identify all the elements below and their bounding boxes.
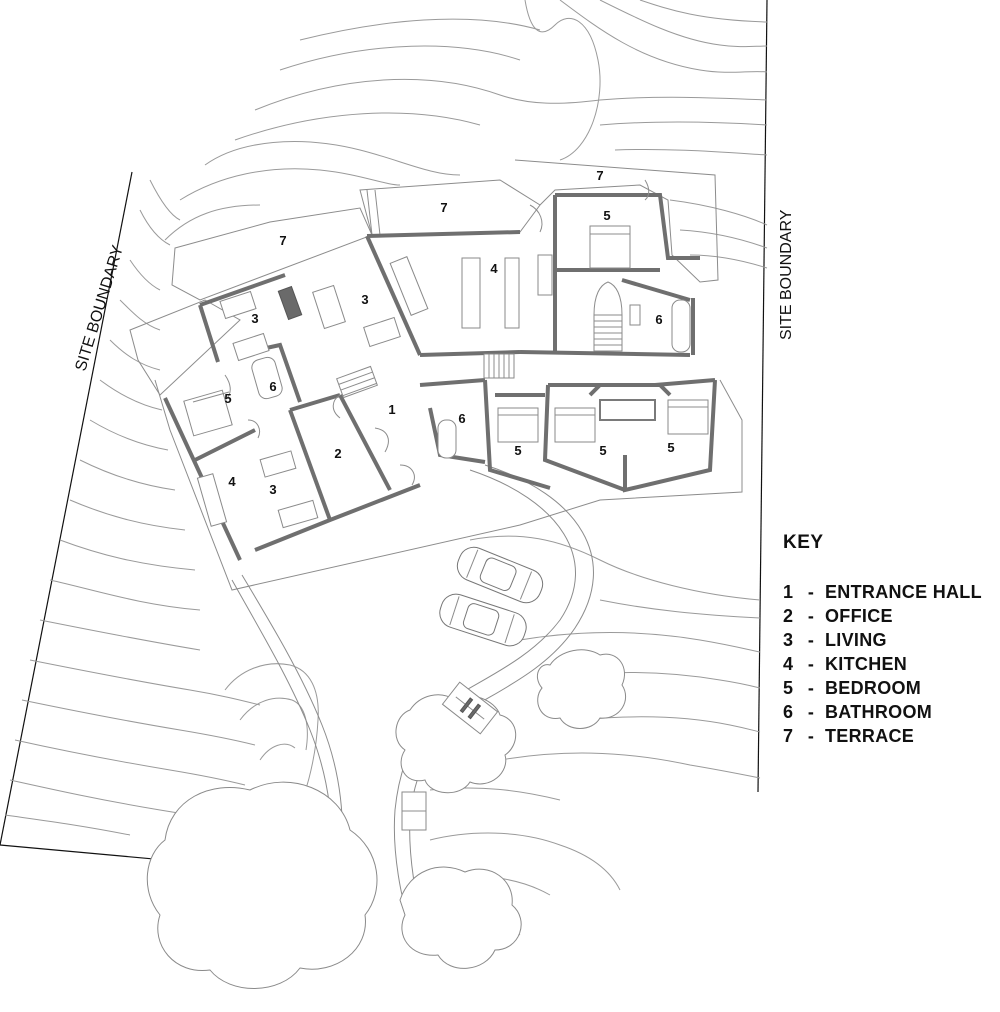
- key-item-label: LIVING: [825, 630, 887, 650]
- key-title: KEY: [783, 532, 824, 553]
- car-upper: [456, 546, 544, 604]
- key-item: 5-BEDROOM: [783, 678, 922, 698]
- key-item: 6-BATHROOM: [783, 702, 933, 722]
- key-item: 1-ENTRANCE HALL: [783, 582, 982, 602]
- room-number-bathroom-east: 6: [655, 312, 662, 327]
- tree-large-south: [146, 781, 378, 989]
- room-number-office: 2: [334, 446, 341, 461]
- terrace-west-outline: [171, 207, 373, 301]
- key-item: 7-TERRACE: [783, 726, 915, 746]
- room-number-living-west: 3: [251, 311, 258, 326]
- room-number-bathroom-west: 6: [269, 379, 276, 394]
- key-item: 4-KITCHEN: [783, 654, 908, 674]
- room-number-bedroom-1: 5: [514, 443, 521, 458]
- room-number-bedroom-north: 5: [603, 208, 610, 223]
- key-item: 3-LIVING: [783, 630, 887, 650]
- key-item-number: 7: [783, 726, 794, 746]
- key-item-label: ENTRANCE HALL: [825, 582, 982, 602]
- key-item-label: BEDROOM: [825, 678, 922, 698]
- terrace-east-outline: [514, 159, 719, 283]
- room-number-kitchen-main: 4: [490, 261, 498, 276]
- key-item-number: 1: [783, 582, 794, 602]
- tree-south-right: [399, 866, 522, 969]
- cars: [439, 546, 544, 647]
- key-item-number: 5: [783, 678, 794, 698]
- terraces: [129, 159, 743, 591]
- room-number-bathroom-central: 6: [458, 411, 465, 426]
- building-walls: [163, 193, 717, 561]
- tree-east: [537, 649, 627, 729]
- garden-furniture: [401, 681, 499, 831]
- room-number-entrance: 1: [388, 402, 395, 417]
- room-numbers: 7 7 7 5 4 3 3 6 5 6 1 6 5 5 5 2 4 3: [224, 168, 674, 497]
- site-boundary-lines: [0, 0, 768, 876]
- key-item-number: 2: [783, 606, 794, 626]
- trees: [146, 649, 627, 989]
- room-number-terrace-west: 7: [279, 233, 286, 248]
- contour-lines: [4, 0, 768, 936]
- key-item-label: OFFICE: [825, 606, 893, 626]
- site-boundary-west: [0, 171, 133, 846]
- room-number-terrace-mid: 7: [440, 200, 447, 215]
- car-lower: [439, 593, 527, 647]
- stairs: [336, 281, 623, 399]
- legend-key: KEY 1-ENTRANCE HALL 2-OFFICE 3-LIVING 4-…: [783, 532, 982, 748]
- site-boundary-label-left: SITE BOUNDARY: [73, 243, 127, 373]
- room-number-bedroom-3: 5: [667, 440, 674, 455]
- site-boundary-label-right: SITE BOUNDARY: [778, 209, 795, 340]
- site-boundary-east: [757, 0, 768, 793]
- room-number-kitchen-south: 4: [228, 474, 236, 489]
- room-number-terrace-east: 7: [596, 168, 603, 183]
- key-item-label: KITCHEN: [825, 654, 908, 674]
- key-item-number: 4: [783, 654, 794, 674]
- key-item: 2-OFFICE: [783, 606, 893, 626]
- furniture: [183, 225, 709, 529]
- door-swings: [224, 179, 650, 486]
- room-number-living-main: 3: [361, 292, 368, 307]
- key-item-label: TERRACE: [825, 726, 915, 746]
- key-item-number: 3: [783, 630, 794, 650]
- key-item-label: BATHROOM: [825, 702, 933, 722]
- terrace-mid-outline: [359, 179, 541, 236]
- room-number-bedroom-2: 5: [599, 443, 606, 458]
- room-number-living-south: 3: [269, 482, 276, 497]
- room-number-bedroom-west: 5: [224, 391, 231, 406]
- key-item-number: 6: [783, 702, 794, 722]
